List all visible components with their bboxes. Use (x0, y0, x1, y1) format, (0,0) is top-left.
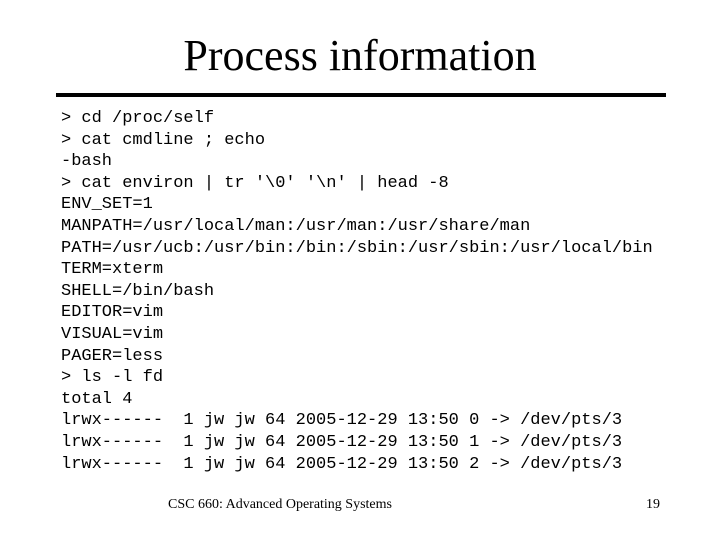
terminal-line: lrwx------ 1 jw jw 64 2005-12-29 13:50 2… (61, 454, 623, 474)
terminal-line: > cat cmdline ; echo (61, 130, 266, 150)
terminal-line: PAGER=less (61, 346, 164, 366)
page-number: 19 (646, 497, 660, 512)
terminal-output: > cd /proc/self > cat cmdline ; echo-bash… (61, 108, 653, 475)
terminal-line: lrwx------ 1 jw jw 64 2005-12-29 13:50 0… (61, 411, 623, 431)
slide-title: Process information (183, 31, 537, 80)
title-underline (56, 93, 666, 97)
terminal-line: EDITOR=vim (61, 303, 164, 323)
terminal-line: SHELL=/bin/bash (61, 281, 215, 301)
slide-footer: CSC 660: Advanced Operating Systems (168, 497, 392, 512)
terminal-line: ENV_SET=1 (61, 195, 153, 215)
terminal-line: PATH=/usr/ucb:/usr/bin:/bin:/sbin:/usr/s… (61, 238, 653, 258)
terminal-line: total 4 (61, 389, 133, 409)
terminal-line: > cd /proc/self (61, 109, 215, 128)
terminal-line: > ls -l fd (61, 368, 164, 388)
terminal-line: > cat environ | tr '\0' '\n' | head -8 (61, 173, 449, 193)
terminal-line: -bash (61, 152, 113, 172)
terminal-line: MANPATH=/usr/local/man:/usr/man:/usr/sha… (61, 216, 531, 236)
terminal-line: lrwx------ 1 jw jw 64 2005-12-29 13:50 1… (61, 432, 623, 452)
terminal-line: TERM=xterm (61, 260, 164, 280)
terminal-line: VISUAL=vim (61, 324, 164, 344)
